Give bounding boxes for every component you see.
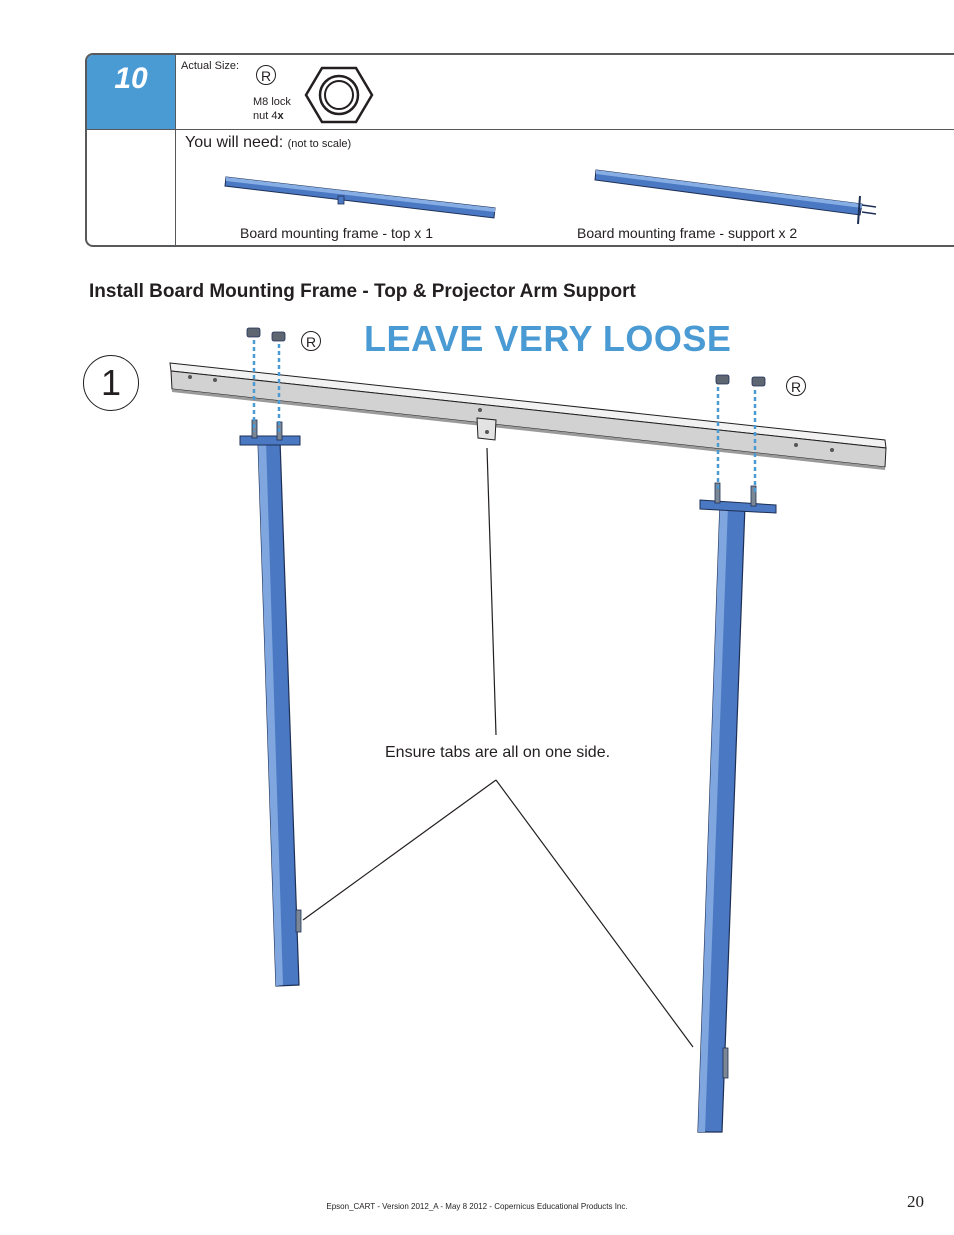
page-number: 20: [907, 1192, 924, 1211]
callout-leader-lines: [302, 447, 694, 1048]
step-box-divider-vertical: [175, 55, 176, 245]
section-title: Install Board Mounting Frame - Top & Pro…: [89, 281, 636, 302]
instruction-step-number: 1: [83, 355, 139, 411]
top-frame-rail: [169, 362, 887, 470]
hardware-letter-badge: R: [256, 65, 276, 85]
support-post-right: [697, 482, 777, 1133]
tab-callout-text: Ensure tabs are all on one side.: [385, 744, 611, 761]
step-box-divider-horizontal: [87, 129, 954, 130]
part-label-top: Board mounting frame - top x 1: [240, 225, 433, 241]
support-post-left: [239, 419, 302, 987]
footer-text: Epson_CART - Version 2012_A - May 8 2012…: [326, 1202, 628, 1211]
not-to-scale-note: (not to scale): [287, 138, 352, 150]
actual-size-label: Actual Size:: [181, 60, 240, 72]
frame-support-part-icon: [594, 169, 877, 225]
lock-nut-icon: [304, 66, 374, 124]
step-number-cell: [87, 55, 175, 129]
part-label-support: Board mounting frame - support x 2: [577, 225, 798, 241]
lock-nuts-right: [715, 374, 766, 492]
hardware-name-line2-suffix: x: [277, 110, 284, 122]
hardware-badge-right: R: [786, 376, 806, 396]
hardware-name-line1: M8 lock: [253, 96, 291, 108]
hardware-badge-left: R: [301, 331, 321, 351]
leave-loose-warning: LEAVE VERY LOOSE: [364, 318, 732, 359]
you-will-need: You will need: (not to scale): [185, 134, 351, 152]
lock-nuts-left: [246, 327, 286, 432]
step-number: 10: [114, 62, 148, 95]
frame-top-part-icon: [224, 176, 496, 219]
hardware-name: M8 lock nut 4x: [253, 95, 291, 123]
you-will-need-label: You will need:: [185, 134, 284, 151]
hardware-name-line2-prefix: nut 4: [253, 110, 278, 122]
step-box: [85, 53, 954, 247]
